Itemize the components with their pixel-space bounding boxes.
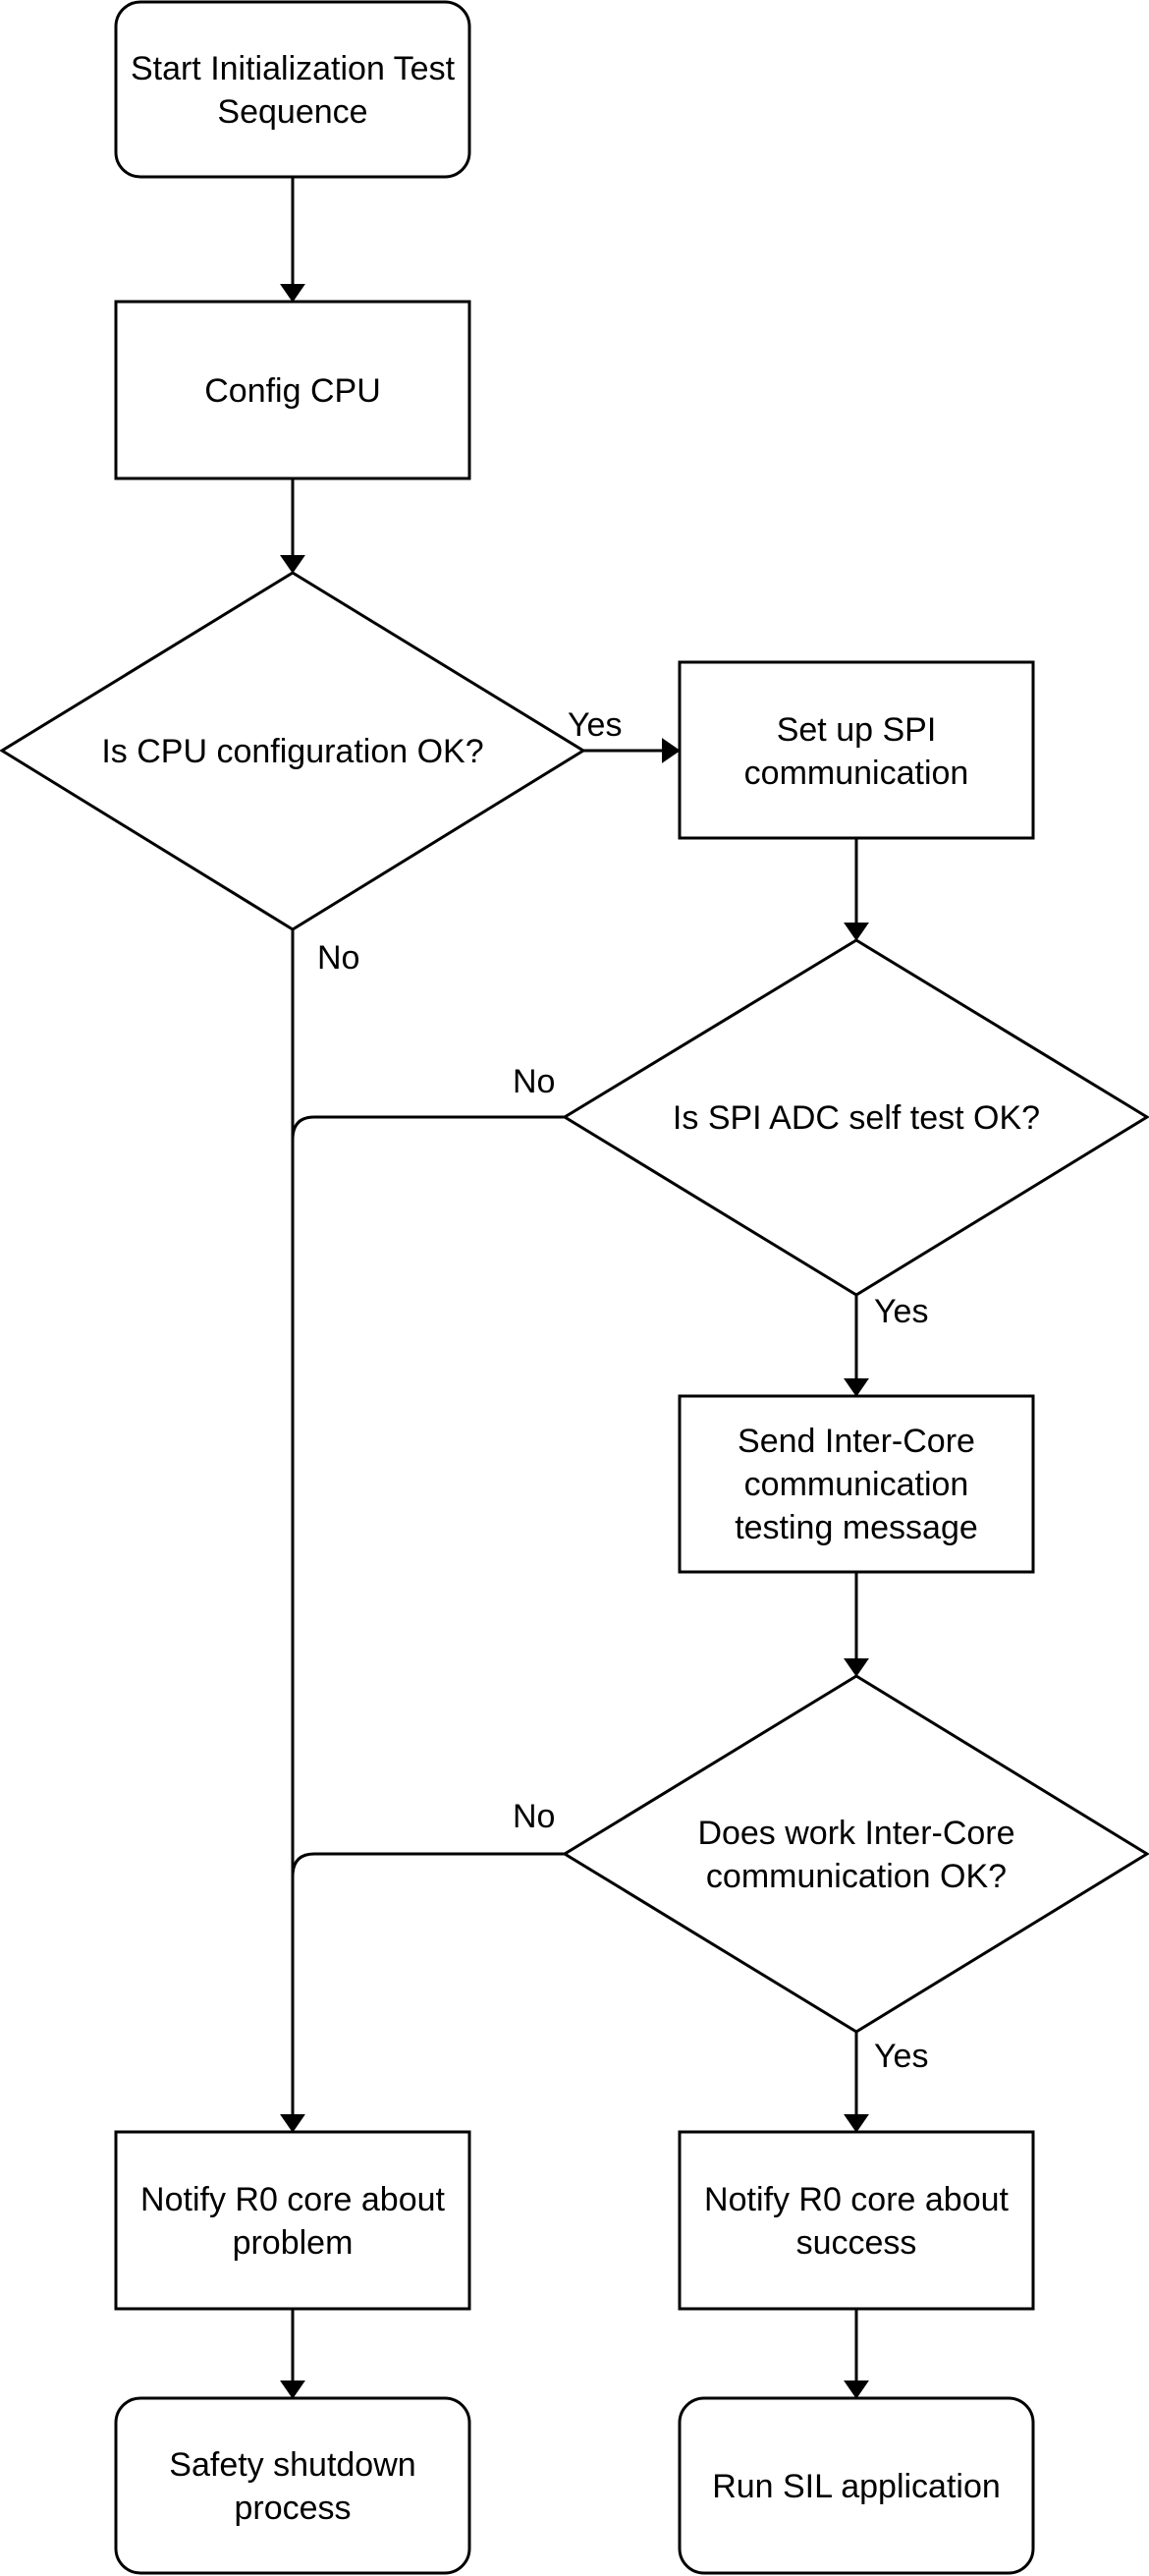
label-cpu-yes: Yes — [568, 706, 622, 744]
node-spi-decision-label: Is SPI ADC self test OK? — [673, 1099, 1040, 1137]
node-label-line: Safety shutdown — [169, 2446, 415, 2484]
node-spi-decision: Is SPI ADC self test OK? — [562, 938, 1149, 1297]
node-send-message-shape — [678, 1394, 1035, 1574]
arrowhead-shutdown — [280, 2380, 305, 2399]
node-ic-decision: Does work Inter-Core communication OK? — [562, 1674, 1149, 2034]
node-label-line: success — [796, 2224, 917, 2262]
label-cpu-no: No — [317, 939, 359, 977]
arrowhead-cpu-decision — [280, 555, 305, 574]
label-spi-no: No — [513, 1063, 555, 1100]
node-label-line: Does work Inter-Core — [697, 1815, 1014, 1852]
node-config-cpu: Config CPU — [114, 300, 471, 480]
arrowhead-notify-problem — [280, 2114, 305, 2133]
node-shutdown-label: Safety shutdown process — [169, 2446, 415, 2527]
node-config-cpu-shape — [114, 300, 471, 480]
node-spi-decision-shape — [562, 938, 1149, 1297]
node-label-line: Is SPI ADC self test OK? — [673, 1099, 1040, 1137]
node-label-line: Config CPU — [204, 372, 381, 410]
node-label-line: Run SIL application — [712, 2468, 1001, 2505]
node-label-line: communication — [744, 1466, 969, 1503]
node-setup-spi: Set up SPI communication — [678, 660, 1035, 840]
node-setup-spi-shape — [678, 660, 1035, 840]
node-label-line: problem — [233, 2224, 354, 2262]
node-label-line: communication OK? — [706, 1858, 1007, 1895]
node-ic-decision-shape — [562, 1674, 1149, 2034]
edges — [280, 177, 869, 2399]
node-cpu-decision: Is CPU configuration OK? — [0, 571, 586, 931]
node-label-line: Notify R0 core about — [140, 2181, 445, 2218]
node-label-line: Notify R0 core about — [704, 2181, 1009, 2218]
node-send-message: Send Inter-Core communication testing mess… — [678, 1394, 1035, 1574]
arrowhead-spi-setup — [662, 738, 681, 763]
node-notify-problem-shape — [114, 2130, 471, 2311]
node-cpu-decision-label: Is CPU configuration OK? — [101, 733, 483, 770]
node-config-cpu-label: Config CPU — [204, 372, 381, 410]
node-ic-decision-label: Does work Inter-Core communication OK? — [697, 1815, 1014, 1895]
label-ic-yes: Yes — [874, 2038, 928, 2075]
label-ic-no: No — [513, 1798, 555, 1835]
arrowhead-run-sil — [844, 2380, 869, 2399]
arrowhead-notify-success — [844, 2114, 869, 2133]
node-label-line: communication — [744, 755, 969, 792]
edge-spi-no-to-failure-line — [291, 1115, 565, 1141]
node-run-sil: Run SIL application — [678, 2396, 1035, 2575]
node-shutdown: Safety shutdown process — [114, 2396, 471, 2575]
node-label-line: testing message — [735, 1509, 978, 1546]
edge-ic-no-to-failure-line — [291, 1852, 565, 1877]
node-setup-spi-label: Set up SPI communication — [744, 711, 969, 792]
node-cpu-decision-shape — [0, 571, 586, 931]
arrowhead-spi-decision — [844, 923, 869, 941]
node-notify-success-shape — [678, 2130, 1035, 2311]
arrowhead-config — [280, 284, 305, 303]
node-run-sil-shape — [678, 2396, 1035, 2575]
node-notify-success-label: Notify R0 core about success — [704, 2181, 1009, 2262]
arrowhead-send-message — [844, 1378, 869, 1397]
node-shutdown-shape — [114, 2396, 471, 2575]
node-run-sil-label: Run SIL application — [712, 2468, 1001, 2505]
node-label-line: Is CPU configuration OK? — [101, 733, 483, 770]
node-label-line: Start Initialization Test — [131, 50, 456, 87]
edge-labels: Yes No No Yes No Yes — [317, 706, 928, 2075]
node-notify-problem-label: Notify R0 core about problem — [140, 2181, 445, 2262]
arrowhead-ic-decision — [844, 1658, 869, 1677]
node-send-message-label: Send Inter-Core communication testing mess… — [735, 1423, 978, 1546]
label-spi-yes: Yes — [874, 1293, 928, 1330]
node-label-line: process — [234, 2490, 351, 2527]
node-notify-success: Notify R0 core about success — [678, 2130, 1035, 2311]
node-start-shape — [114, 0, 471, 179]
node-notify-problem: Notify R0 core about problem — [114, 2130, 471, 2311]
node-label-line: Send Inter-Core — [738, 1423, 975, 1460]
node-label-line: Set up SPI — [777, 711, 937, 749]
node-label-line: Sequence — [217, 93, 367, 131]
